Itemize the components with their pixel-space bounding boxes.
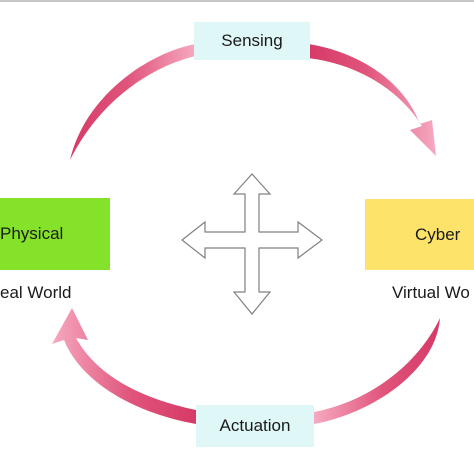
physical-caption: eal World	[0, 283, 72, 302]
cyber-caption: Virtual Wo	[392, 283, 470, 302]
sensing-arrow	[70, 44, 436, 160]
top-border	[0, 0, 474, 2]
actuation-arrow	[52, 308, 440, 424]
four-way-arrow-icon	[181, 173, 323, 315]
physical-node: Physical	[0, 198, 110, 270]
actuation-label: Actuation	[196, 405, 314, 447]
sensing-label: Sensing	[194, 22, 310, 60]
cyber-node: Cyber	[365, 199, 474, 270]
